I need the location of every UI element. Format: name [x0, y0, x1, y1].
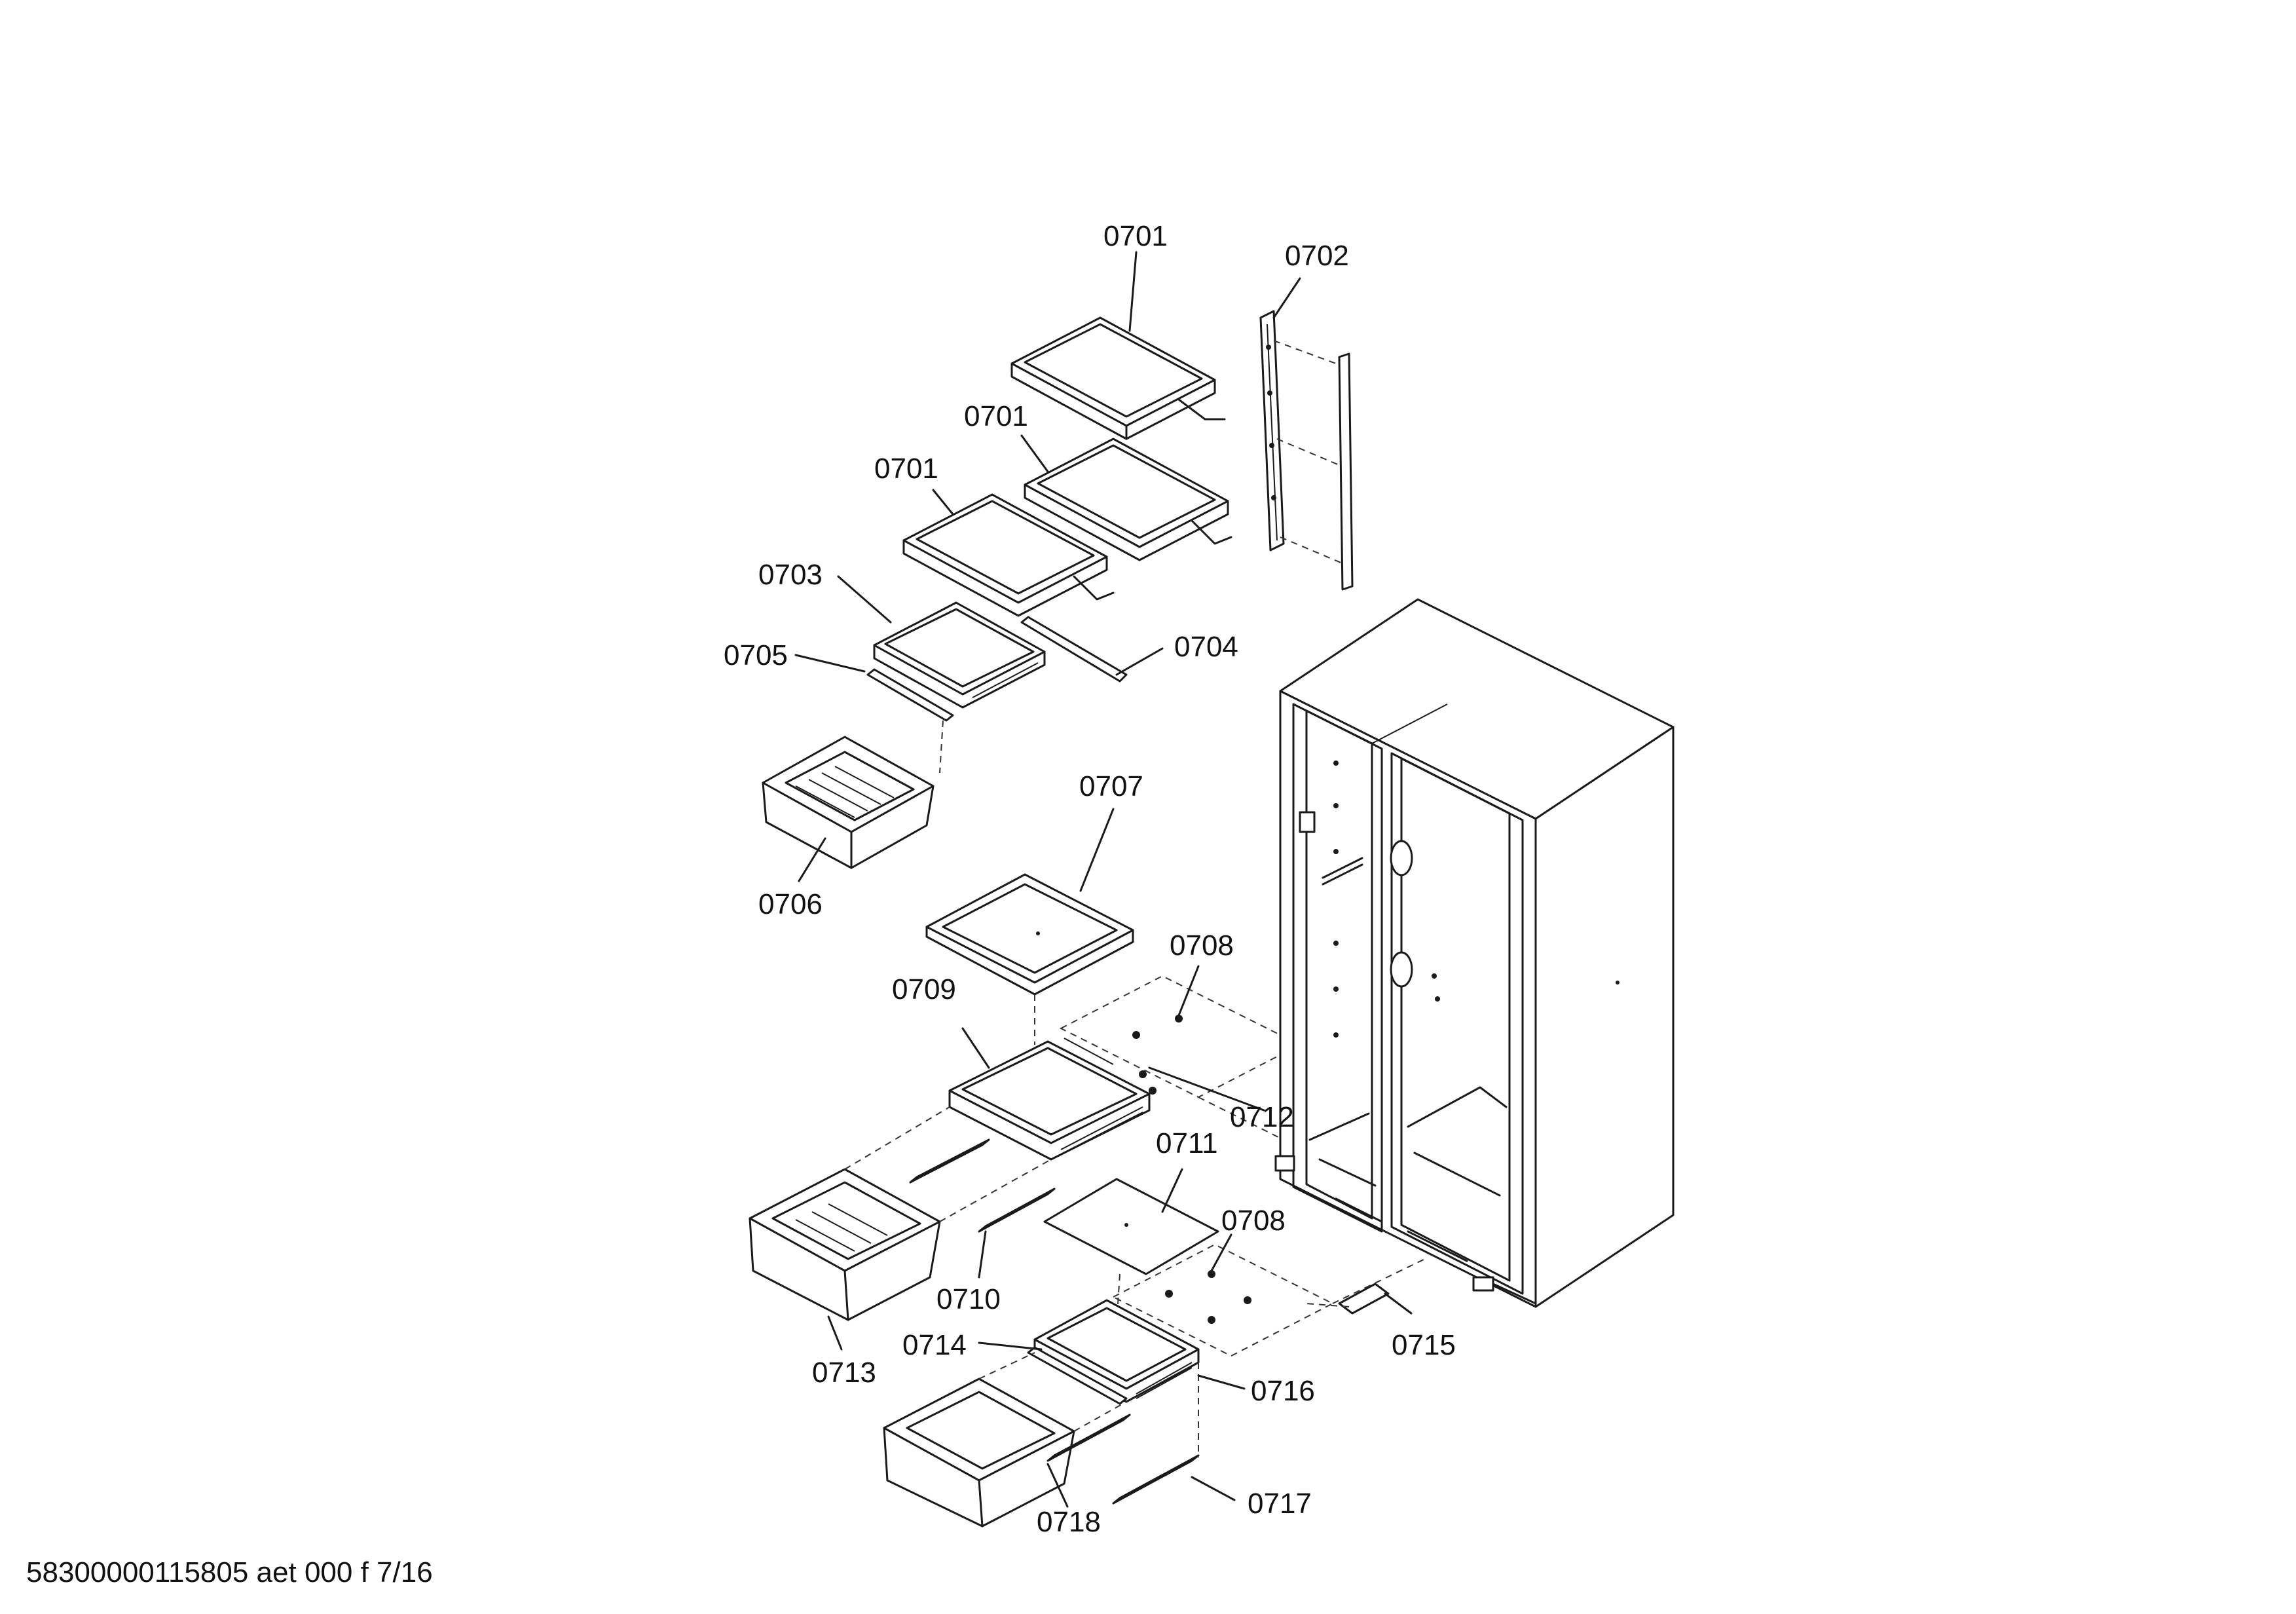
shelf-0701-top — [1010, 316, 1226, 440]
label-0712: 0712 — [1230, 1101, 1294, 1133]
rail-0710 — [909, 1138, 1056, 1233]
ladder-rail-0702 — [1259, 310, 1354, 591]
crisper-bin-0706 — [762, 736, 935, 869]
label-0701-b: 0701 — [964, 400, 1028, 432]
label-0701-a: 0701 — [1103, 220, 1168, 252]
label-0703: 0703 — [758, 559, 823, 591]
drawer-frame-0709 — [948, 1040, 1151, 1161]
callout-labels: 0701 0702 0701 0701 0703 0705 0704 0707 … — [724, 220, 1456, 1538]
label-0714: 0714 — [902, 1329, 967, 1361]
bracket-0715 — [1306, 1283, 1390, 1315]
label-0713: 0713 — [812, 1357, 876, 1389]
crisper-bin-0713 — [749, 1168, 941, 1321]
document-id-footer: 58300000115805 aet 000 f 7/16 — [26, 1556, 433, 1588]
label-0709: 0709 — [892, 973, 956, 1005]
label-0708-b: 0708 — [1221, 1205, 1286, 1237]
glass-shelf-0707 — [925, 873, 1134, 996]
label-0718: 0718 — [1037, 1506, 1101, 1538]
label-0716: 0716 — [1251, 1375, 1315, 1407]
refrigerator-cabinet — [1274, 598, 1675, 1308]
label-0705: 0705 — [724, 639, 788, 671]
rail-0705 — [866, 668, 954, 722]
label-0702: 0702 — [1285, 240, 1349, 272]
shelf-0701-left — [902, 493, 1115, 617]
drawer-frame-0703 — [873, 601, 1046, 709]
crisper-bin-0718 — [883, 1378, 1075, 1528]
label-0710: 0710 — [936, 1283, 1001, 1315]
label-0704: 0704 — [1174, 631, 1238, 663]
label-0707: 0707 — [1079, 770, 1143, 802]
rail-0717 — [1046, 1414, 1200, 1505]
leader-lines — [794, 251, 1413, 1508]
cover-plate-0711 — [1043, 1178, 1219, 1275]
rail-0704 — [1020, 616, 1128, 683]
label-0706: 0706 — [758, 888, 823, 920]
label-0708-a: 0708 — [1170, 929, 1234, 962]
drawer-frame-0716 — [1033, 1299, 1200, 1403]
label-0711: 0711 — [1156, 1127, 1218, 1159]
label-0717: 0717 — [1248, 1488, 1312, 1520]
shelf-0701-middle — [1024, 438, 1232, 561]
clip-area-0708-bottom — [1111, 1243, 1335, 1357]
label-0715: 0715 — [1392, 1329, 1456, 1361]
clip-area-0708-top — [1059, 975, 1302, 1098]
label-0701-c: 0701 — [874, 453, 938, 485]
